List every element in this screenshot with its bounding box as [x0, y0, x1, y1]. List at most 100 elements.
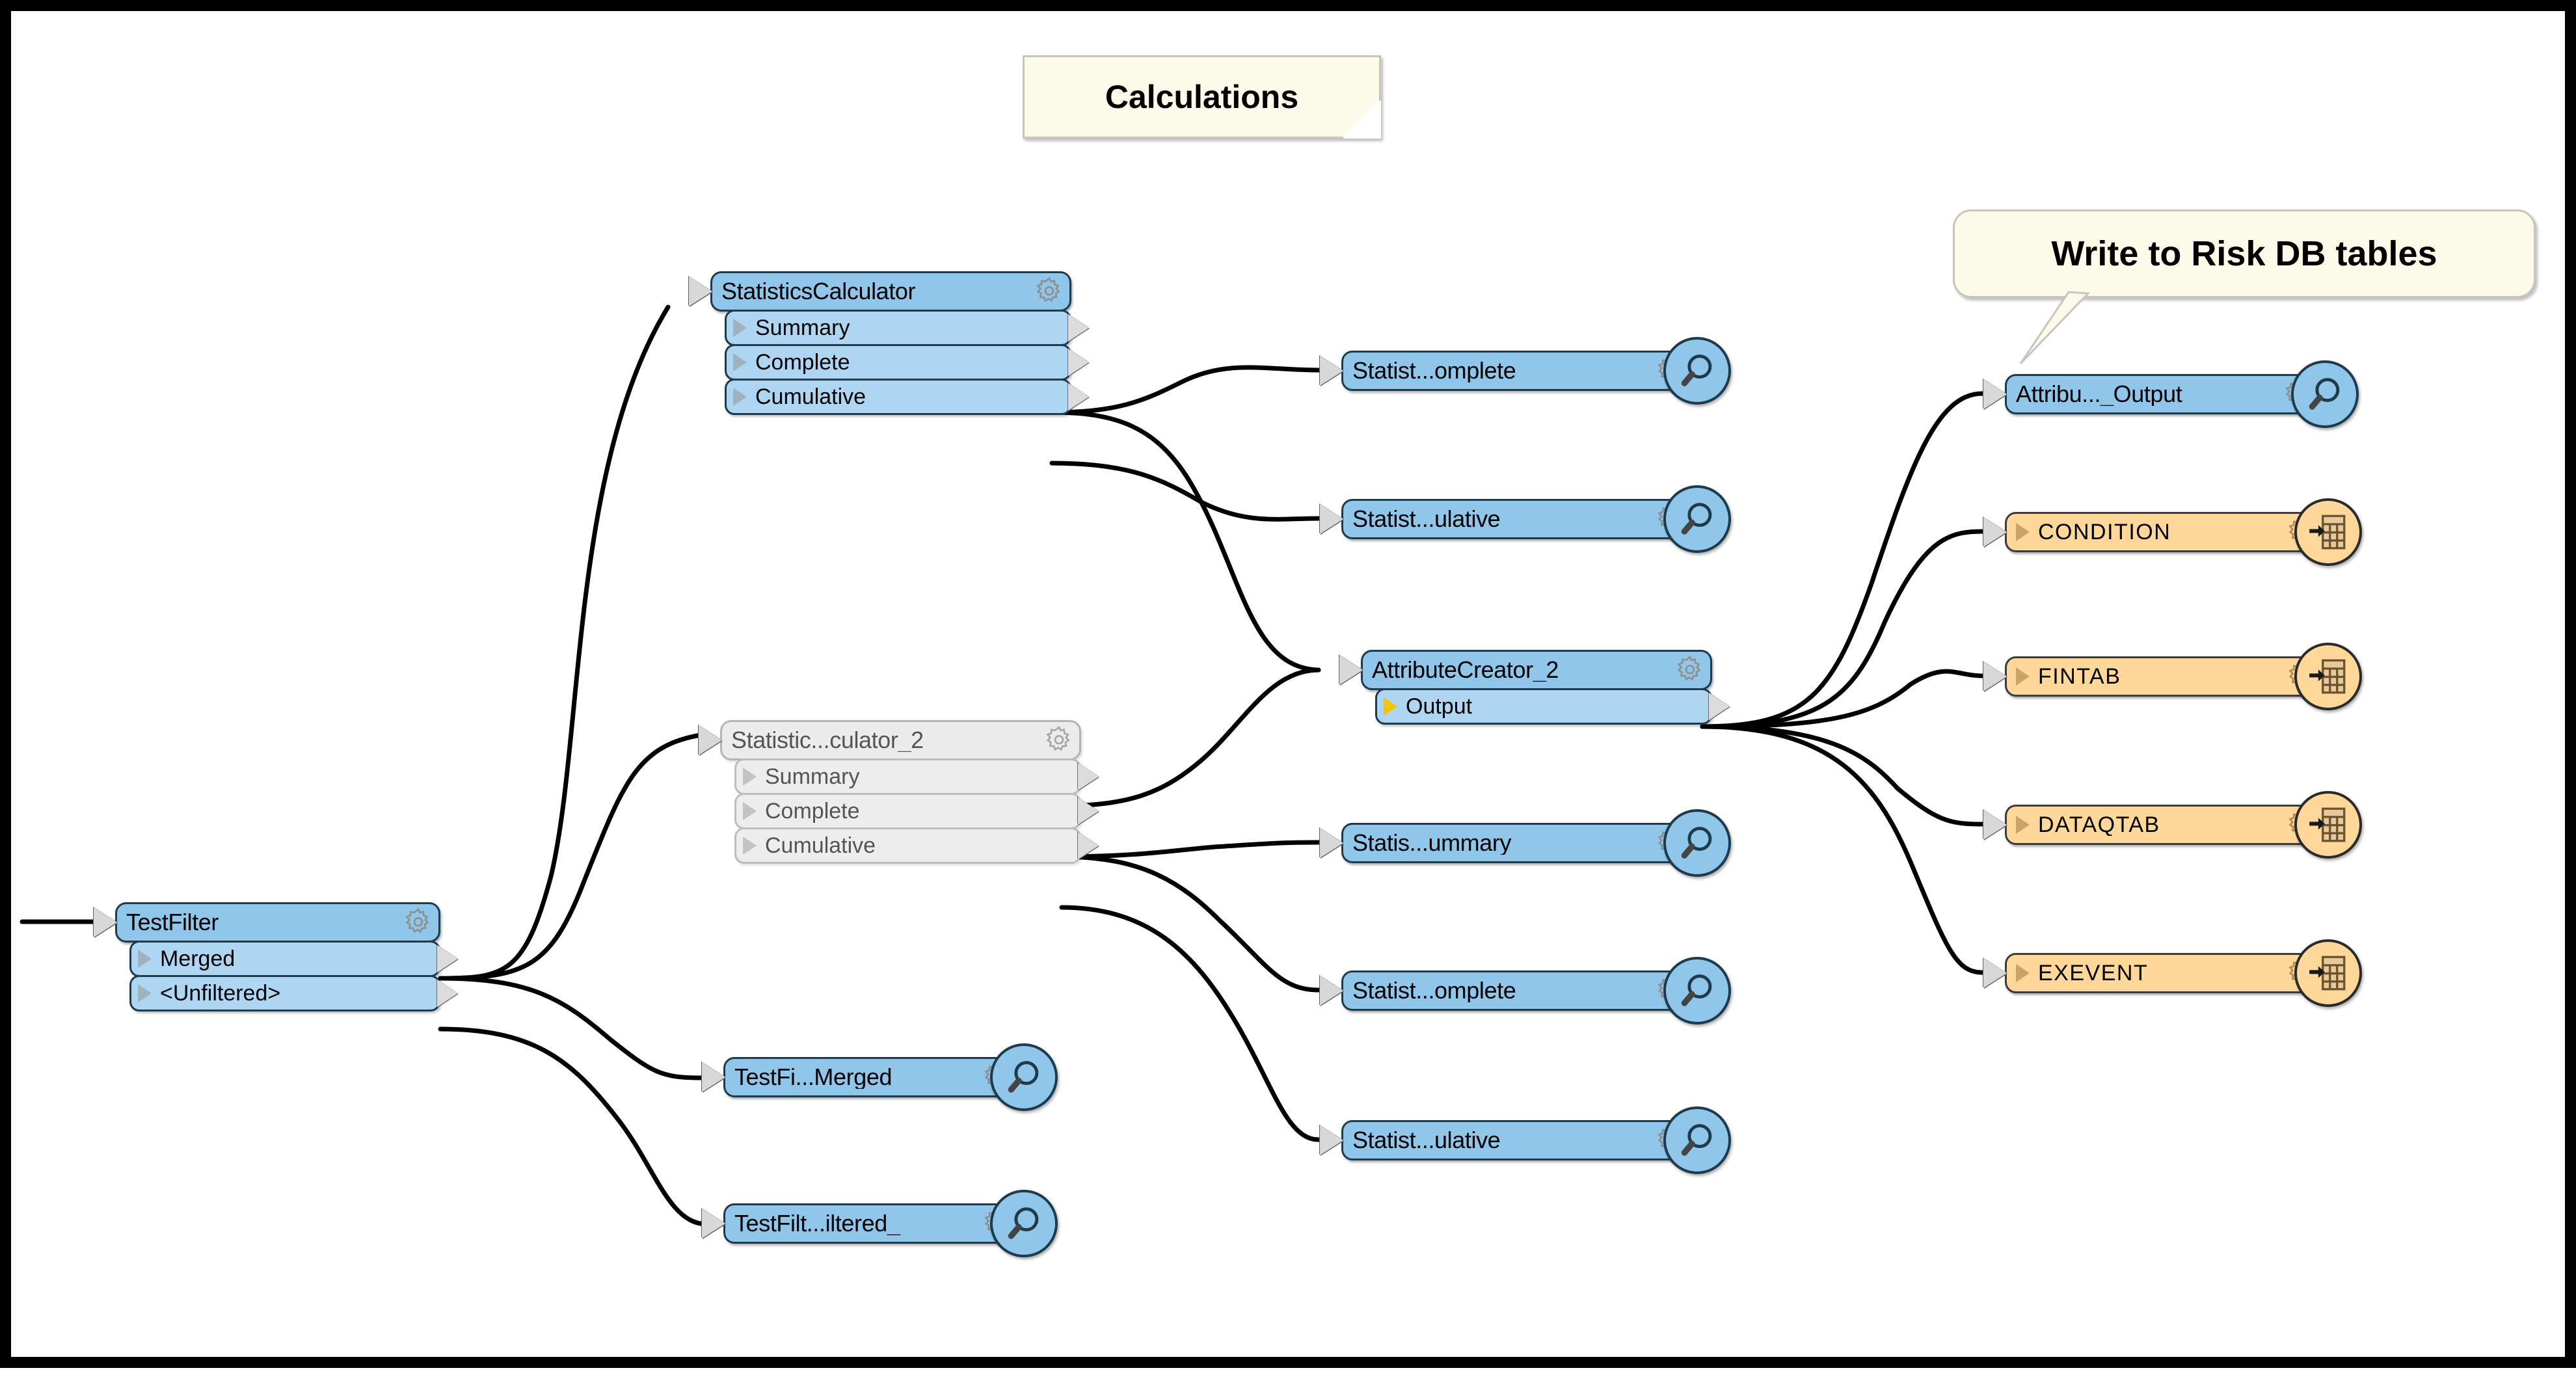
input-port-arrow[interactable]	[1320, 504, 1343, 534]
magnifier-badge-icon[interactable]	[1663, 957, 1731, 1024]
port-row[interactable]: <Unfiltered>	[129, 975, 458, 1011]
write-risk-db-note-text: Write to Risk DB tables	[2051, 234, 2437, 273]
node-title: Attribu..._Output	[2016, 382, 2182, 406]
port-bullet-icon	[2016, 667, 2030, 686]
node-statist-complete-1[interactable]: Statist...omplete	[1320, 337, 1731, 405]
note-fold-corner	[1341, 99, 1381, 139]
node-header[interactable]: Statist...ulative	[1320, 485, 1731, 553]
node-header[interactable]: AttributeCreator_2	[1339, 650, 1712, 690]
input-port-arrow[interactable]	[1983, 958, 2007, 988]
gear-icon[interactable]	[1044, 725, 1074, 755]
port-row[interactable]: Complete	[725, 344, 1089, 381]
node-ports: Summary Complete Cumulative	[734, 758, 1099, 864]
port-row[interactable]: Output	[1375, 688, 1730, 725]
db-table-badge-icon[interactable]	[2294, 643, 2362, 710]
input-port-arrow[interactable]	[1320, 1125, 1343, 1155]
node-header[interactable]: FINTAB	[1983, 643, 2362, 710]
output-port-arrow[interactable]	[1709, 693, 1730, 720]
port-label: Cumulative	[765, 833, 876, 858]
port-row[interactable]: Summary	[734, 758, 1099, 795]
calculations-note[interactable]: Calculations	[1023, 55, 1381, 139]
node-header[interactable]: TestFilt...iltered_	[702, 1190, 1058, 1257]
node-statist-cumulative-2[interactable]: Statist...ulative	[1320, 1106, 1731, 1174]
port-bullet-icon	[743, 768, 757, 786]
node-statisticscalculator-2[interactable]: Statistic...culator_2 Summary Complete C…	[699, 720, 1099, 864]
node-statis-summary[interactable]: Statis...ummary	[1320, 809, 1731, 877]
node-header[interactable]: DATAQTAB	[1983, 791, 2362, 859]
port-bullet-icon	[1384, 697, 1397, 716]
magnifier-badge-icon[interactable]	[1663, 485, 1731, 553]
port-label: Output	[1406, 694, 1473, 719]
node-db-fintab[interactable]: FINTAB	[1983, 643, 2362, 710]
magnifier-badge-icon[interactable]	[1663, 809, 1731, 877]
output-port-arrow[interactable]	[1068, 314, 1089, 341]
node-ports: Output	[1375, 688, 1730, 725]
output-port-arrow[interactable]	[1078, 832, 1099, 859]
output-port-arrow[interactable]	[437, 945, 458, 972]
gear-icon[interactable]	[1675, 655, 1705, 685]
node-statist-complete-2[interactable]: Statist...omplete	[1320, 957, 1731, 1024]
db-table-badge-icon[interactable]	[2294, 498, 2362, 566]
db-table-badge-icon[interactable]	[2294, 791, 2362, 859]
node-header[interactable]: EXEVENT	[1983, 939, 2362, 1007]
port-row[interactable]: Merged	[129, 941, 458, 977]
db-table-badge-icon[interactable]	[2294, 939, 2362, 1007]
output-port-arrow[interactable]	[1068, 349, 1089, 376]
input-port-arrow[interactable]	[1983, 517, 2007, 547]
node-db-condition[interactable]: CONDITION	[1983, 498, 2362, 566]
input-port-arrow[interactable]	[94, 907, 117, 937]
node-header[interactable]: StatisticsCalculator	[689, 271, 1071, 312]
node-testfilt-unfiltered[interactable]: TestFilt...iltered_	[702, 1190, 1058, 1257]
node-db-dataqtab[interactable]: DATAQTAB	[1983, 791, 2362, 859]
node-testfilter[interactable]: TestFilter Merged <Unfiltered>	[94, 902, 458, 1011]
magnifier-badge-icon[interactable]	[1663, 337, 1731, 405]
gear-icon[interactable]	[403, 907, 433, 937]
port-bullet-icon	[743, 802, 757, 820]
node-header[interactable]: CONDITION	[1983, 498, 2362, 566]
node-header[interactable]: Statist...ulative	[1320, 1106, 1731, 1174]
input-port-arrow[interactable]	[702, 1209, 725, 1238]
input-port-arrow[interactable]	[1320, 828, 1343, 858]
node-attribu-output[interactable]: Attribu..._Output	[1983, 360, 2359, 428]
input-port-arrow[interactable]	[1339, 655, 1363, 685]
node-header[interactable]: Attribu..._Output	[1983, 360, 2359, 428]
node-header[interactable]: TestFi...Merged	[702, 1043, 1058, 1111]
port-label: <Unfiltered>	[160, 981, 281, 1006]
node-header[interactable]: Statist...omplete	[1320, 957, 1731, 1024]
node-attributecreator-2[interactable]: AttributeCreator_2 Output	[1339, 650, 1730, 725]
output-port-arrow[interactable]	[437, 980, 458, 1007]
magnifier-badge-icon[interactable]	[1663, 1106, 1731, 1174]
port-row[interactable]: Cumulative	[734, 827, 1099, 864]
magnifier-badge-icon[interactable]	[990, 1190, 1058, 1257]
port-row[interactable]: Cumulative	[725, 379, 1089, 415]
input-port-arrow[interactable]	[1983, 662, 2007, 691]
gear-icon[interactable]	[1034, 276, 1064, 306]
node-statisticscalculator[interactable]: StatisticsCalculator Summary Complete Cu…	[689, 271, 1089, 415]
input-port-arrow[interactable]	[1983, 810, 2007, 840]
write-risk-db-note[interactable]: Write to Risk DB tables	[1953, 209, 2536, 298]
port-row[interactable]: Summary	[725, 310, 1089, 346]
input-port-arrow[interactable]	[1983, 379, 2007, 409]
node-title: EXEVENT	[2038, 962, 2149, 984]
node-statist-cumulative-1[interactable]: Statist...ulative	[1320, 485, 1731, 553]
node-header[interactable]: Statis...ummary	[1320, 809, 1731, 877]
port-row[interactable]: Complete	[734, 793, 1099, 829]
magnifier-badge-icon[interactable]	[990, 1043, 1058, 1111]
input-port-arrow[interactable]	[699, 725, 722, 755]
port-bullet-icon	[138, 950, 152, 968]
node-db-exevent[interactable]: EXEVENT	[1983, 939, 2362, 1007]
node-header[interactable]: Statistic...culator_2	[699, 720, 1081, 760]
node-testfi-merged[interactable]: TestFi...Merged	[702, 1043, 1058, 1111]
output-port-arrow[interactable]	[1068, 383, 1089, 410]
node-header[interactable]: TestFilter	[94, 902, 440, 943]
output-port-arrow[interactable]	[1078, 797, 1099, 825]
input-port-arrow[interactable]	[1320, 976, 1343, 1006]
input-port-arrow[interactable]	[1320, 356, 1343, 386]
input-port-arrow[interactable]	[689, 276, 712, 306]
output-port-arrow[interactable]	[1078, 763, 1099, 790]
node-ports: Summary Complete Cumulative	[725, 310, 1089, 415]
node-header[interactable]: Statist...omplete	[1320, 337, 1731, 405]
magnifier-badge-icon[interactable]	[2291, 360, 2359, 428]
input-port-arrow[interactable]	[702, 1062, 725, 1092]
